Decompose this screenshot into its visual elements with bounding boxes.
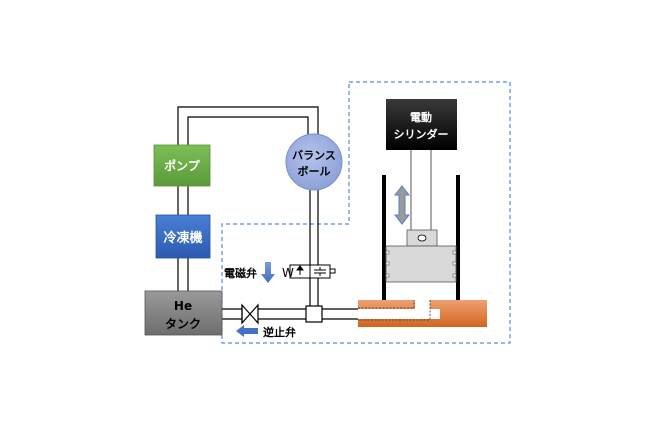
pipe-loop	[177, 106, 319, 145]
balance-ball-label-line2: ボール	[298, 164, 331, 178]
piston-pin	[417, 234, 427, 242]
down-arrow-icon	[261, 262, 275, 283]
pipe-ball-junction	[309, 189, 319, 307]
orange-base	[358, 300, 487, 327]
he-tank-label-line1: He	[174, 299, 192, 313]
up-down-arrow-icon	[393, 185, 411, 225]
pump-box	[153, 144, 211, 187]
solenoid-valve-label: 電磁弁	[224, 266, 257, 280]
refrigerator-label: 冷凍機	[163, 230, 202, 246]
check-valve-label: 逆止弁	[263, 325, 296, 339]
chamber-body	[385, 245, 457, 283]
pipe-junction	[305, 305, 323, 323]
pipe-fridge-tank	[177, 258, 189, 291]
check-valve-symbol	[241, 303, 259, 325]
electric-cylinder-label-line2: シリンダー	[394, 127, 449, 141]
balance-ball-label-line1: バランス	[292, 149, 336, 162]
balance-ball	[285, 133, 343, 191]
left-post	[382, 175, 386, 300]
cylinder-rods	[410, 150, 432, 230]
chamber-seals	[385, 250, 457, 278]
left-arrow-icon	[236, 325, 258, 337]
refrigerator-box	[155, 214, 211, 259]
pipe-pump-fridge	[177, 186, 189, 215]
electric-cylinder-box	[386, 99, 457, 150]
pump-label: ポンプ	[164, 158, 201, 173]
he-tank-box	[144, 290, 223, 336]
solenoid-valve-symbol	[289, 264, 336, 279]
solenoid-spring-letter: W	[282, 266, 294, 280]
electric-cylinder-label-line1: 電動	[410, 110, 432, 124]
pipe-horizontal	[222, 308, 358, 320]
boundary-dashed	[221, 81, 511, 344]
right-post	[456, 175, 460, 300]
he-tank-label-line2: タンク	[165, 317, 201, 331]
